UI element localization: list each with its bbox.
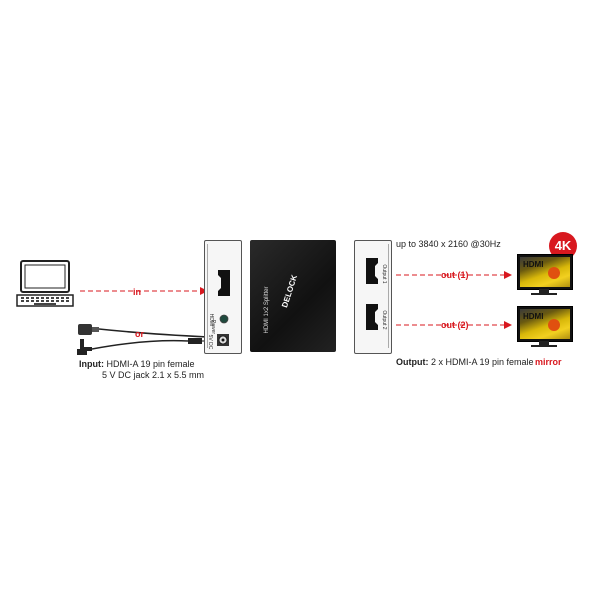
dc-cable-icon [77,338,210,355]
hdmi-port-icon [366,258,378,284]
power-led [219,314,229,324]
arrow-out1 [396,271,512,279]
device-model: HDMI 1x2 Splitter [264,286,270,333]
device-text: DELOCK HDMI 1x2 Splitter [264,274,299,334]
monitor-icon: HDMI [517,306,573,350]
device-brand: DELOCK [280,274,299,309]
laptop-icon [16,260,74,307]
or-label: or [135,329,144,339]
input-info: Input: HDMI-A 19 pin female [79,359,195,370]
splitter-device: DELOCK HDMI 1x2 Splitter [250,240,336,352]
dc-label: 5V DC [207,334,213,350]
arrow-out2-label: out (2) [441,320,469,330]
arrow-out2 [396,321,512,329]
hdmi-port-icon [366,304,378,330]
arrow-in-label: in [133,287,141,297]
usb-cable-icon [78,324,209,338]
output-info: Output: 2 x HDMI-A 19 pin female [396,357,534,368]
output2-label: Output 2 [381,310,387,330]
hdmi-port-icon [218,270,230,296]
dc-jack [217,334,229,346]
input-panel: HDMI Power 5V DC [204,240,242,354]
monitor-hdmi-label: HDMI [523,312,544,321]
resolution-text: up to 3840 x 2160 @30Hz [396,239,501,249]
monitor-icon: HDMI [517,254,573,296]
arrow-in [80,287,208,295]
input-info-line2: 5 V DC jack 2.1 x 5.5 mm [102,370,205,380]
output1-label: Output 1 [381,264,387,284]
output-panel: Output 1 Output 2 [354,240,392,354]
input-info-line1: HDMI-A 19 pin female [106,359,195,369]
input-info-label: Input: [79,359,104,369]
mirror-label: mirror [535,357,562,367]
output-info-label: Output: [396,357,429,367]
arrow-out1-label: out (1) [441,270,469,280]
monitor-hdmi-label: HDMI [523,260,544,269]
output-info-text: 2 x HDMI-A 19 pin female [431,357,534,367]
